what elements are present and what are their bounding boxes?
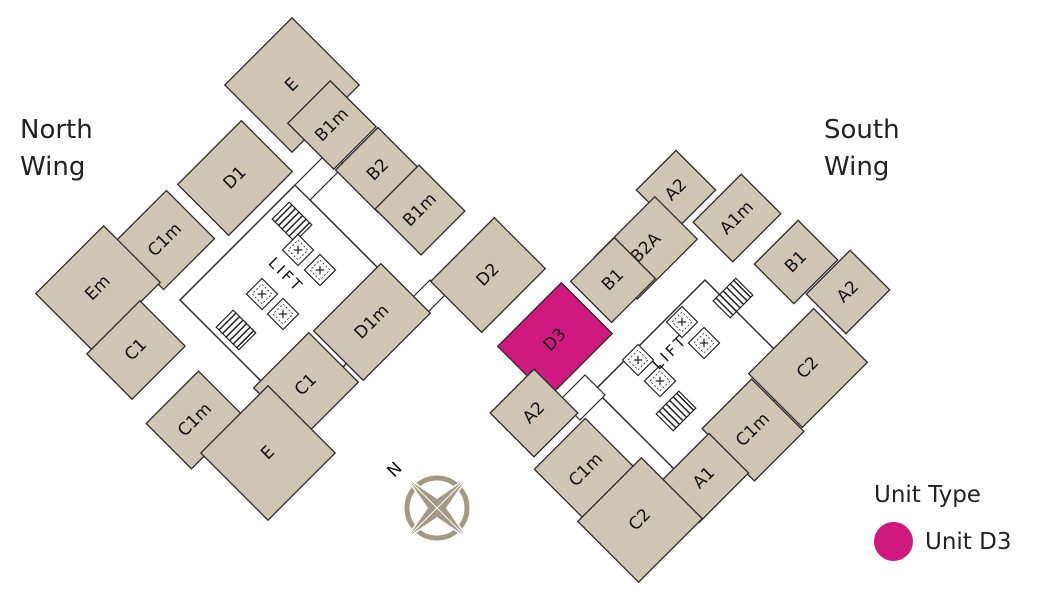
- stairs-icon: [655, 390, 697, 432]
- unit-b1[interactable]: B1: [753, 219, 839, 305]
- south-wing-label: South Wing: [824, 112, 900, 186]
- south-wing-label-line1: South: [824, 115, 900, 145]
- unit-shape[interactable]: [576, 456, 704, 584]
- unit-shape[interactable]: [569, 236, 657, 324]
- north-wing-label: North Wing: [20, 112, 93, 186]
- unit-c2[interactable]: C2: [576, 456, 704, 584]
- lift-car-icon: [245, 277, 279, 311]
- lift-car-icon: [643, 364, 677, 398]
- unit-b1m[interactable]: B1m: [374, 164, 466, 256]
- unit-c2[interactable]: C2: [747, 307, 869, 429]
- unit-c1m[interactable]: C1m: [701, 378, 805, 482]
- unit-d1m[interactable]: D1m: [312, 262, 432, 382]
- lift-car-icon: [687, 326, 721, 360]
- compass-ring: [404, 475, 470, 541]
- lift-car-icon: [266, 297, 300, 331]
- unit-d1[interactable]: D1: [176, 119, 294, 237]
- unit-c1[interactable]: C1: [85, 299, 187, 401]
- legend-title: Unit Type: [874, 482, 981, 508]
- lift-car-icon: [303, 253, 337, 287]
- compass-icon: N: [383, 458, 470, 541]
- unit-shape[interactable]: [199, 384, 337, 522]
- north-wing-label-line2: Wing: [20, 152, 86, 182]
- lift-car-icon: [665, 305, 699, 339]
- south-wing-label-line2: Wing: [824, 152, 890, 182]
- unit-b1m[interactable]: B1m: [286, 79, 378, 171]
- unit-a2[interactable]: A2: [489, 368, 579, 458]
- unit-shape[interactable]: [286, 79, 378, 171]
- unit-e[interactable]: E: [199, 384, 337, 522]
- unit-d2[interactable]: D2: [429, 216, 547, 334]
- unit-shape[interactable]: [374, 164, 466, 256]
- stairs-icon: [215, 309, 257, 351]
- unit-shape[interactable]: [312, 262, 432, 382]
- compass-north-label: N: [383, 458, 406, 481]
- unit-d3[interactable]: D3: [496, 281, 614, 399]
- stairs-icon: [271, 201, 313, 243]
- unit-shape[interactable]: [429, 216, 547, 334]
- unit-b1[interactable]: B1: [569, 236, 657, 324]
- unit-shape[interactable]: [496, 281, 614, 399]
- unit-shape[interactable]: [692, 173, 782, 263]
- legend-item: Unit D3: [874, 522, 1011, 561]
- lift-car-icon: [621, 343, 655, 377]
- unit-shape[interactable]: [176, 119, 294, 237]
- unit-a2[interactable]: A2: [805, 249, 891, 335]
- unit-shape[interactable]: [85, 299, 187, 401]
- legend-item-label: Unit D3: [925, 528, 1012, 555]
- unit-c1m[interactable]: C1m: [145, 370, 245, 470]
- stairs-icon: [712, 277, 754, 319]
- north-wing-label-line1: North: [20, 115, 93, 145]
- unit-shape[interactable]: [747, 307, 869, 429]
- lift-car-icon: [281, 233, 315, 267]
- unit-shape[interactable]: [489, 368, 579, 458]
- legend-swatch: [874, 522, 913, 561]
- unit-a1m[interactable]: A1m: [692, 173, 782, 263]
- unit-shape[interactable]: [805, 249, 891, 335]
- unit-shape[interactable]: [753, 219, 839, 305]
- unit-type-legend: Unit Type Unit D3: [874, 482, 1011, 561]
